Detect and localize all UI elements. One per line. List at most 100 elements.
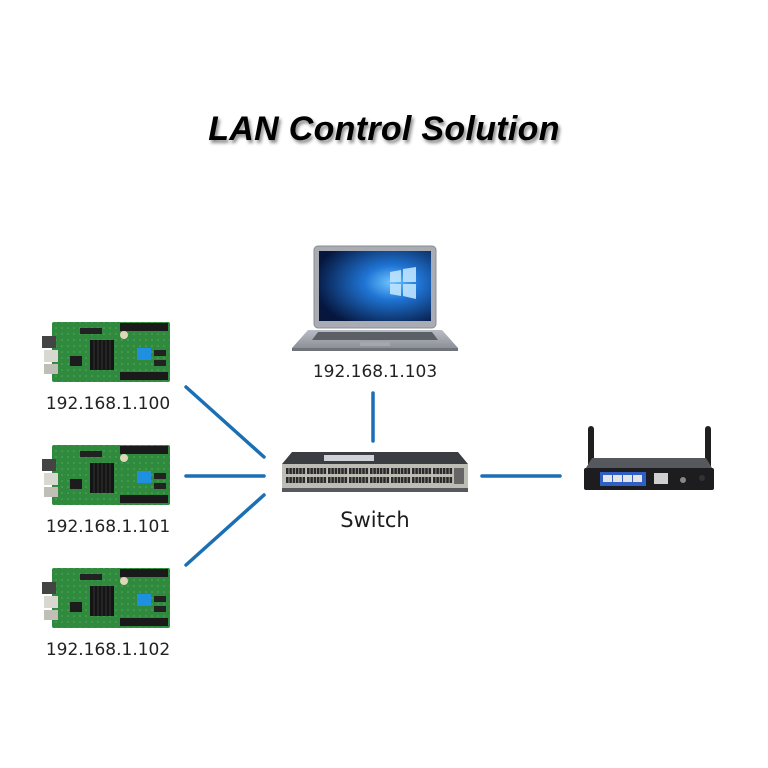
- switch-port: [302, 468, 306, 474]
- switch-port: [446, 468, 449, 474]
- controller-card-1: [42, 320, 172, 386]
- switch-port: [292, 477, 296, 483]
- switch-port: [376, 477, 380, 483]
- switch-port: [412, 468, 415, 474]
- led-controller-card-icon: [42, 568, 170, 628]
- switch-port: [418, 468, 422, 474]
- switch-port: [310, 477, 313, 483]
- switch-port: [421, 477, 425, 483]
- switch-port: [373, 468, 376, 474]
- switch-port: [415, 477, 418, 483]
- switch-port: [407, 477, 411, 483]
- controller-card-2: [42, 443, 172, 509]
- edge-controller-1-switch: [184, 385, 266, 459]
- switch-port: [386, 477, 390, 483]
- switch-port: [352, 468, 355, 474]
- switch-port: [344, 468, 348, 474]
- switch-port: [295, 477, 299, 483]
- switch-port: [439, 468, 443, 474]
- switch-port: [442, 468, 446, 474]
- switch-port: [349, 468, 352, 474]
- controller-2-ip-label: 192.168.1.101: [45, 517, 171, 537]
- laptop-ip-label: 192.168.1.103: [312, 362, 438, 382]
- switch-port: [289, 468, 292, 474]
- switch-port: [362, 477, 365, 483]
- network-switch-icon: [282, 452, 468, 492]
- switch-port: [373, 477, 376, 483]
- switch-port: [376, 468, 380, 474]
- router-node: [582, 420, 716, 492]
- switch-port: [289, 477, 292, 483]
- switch-port: [439, 477, 443, 483]
- switch-port: [433, 468, 436, 474]
- switch-port: [316, 468, 320, 474]
- switch-port: [355, 468, 359, 474]
- switch-port: [334, 468, 338, 474]
- switch-port: [286, 477, 289, 483]
- switch-port: [292, 468, 296, 474]
- switch-port: [331, 468, 334, 474]
- switch-port: [337, 468, 341, 474]
- switch-port: [358, 477, 362, 483]
- switch-port: [310, 468, 313, 474]
- switch-port: [341, 477, 344, 483]
- controller-1-ip-label: 192.168.1.100: [45, 394, 171, 414]
- switch-port: [299, 468, 302, 474]
- switch-port: [355, 477, 359, 483]
- laptop-node: [290, 244, 460, 354]
- switch-port: [358, 468, 362, 474]
- switch-port: [370, 468, 373, 474]
- switch-port: [383, 477, 386, 483]
- controller-card-3: [42, 566, 172, 632]
- switch-port: [299, 477, 302, 483]
- led-controller-card-icon: [42, 445, 170, 505]
- switch-port: [379, 468, 383, 474]
- switch-port: [320, 468, 323, 474]
- switch-label: Switch: [340, 508, 410, 532]
- edge-controller-3-switch: [184, 493, 266, 567]
- switch-port: [323, 468, 327, 474]
- switch-port: [323, 477, 327, 483]
- switch-port: [404, 468, 407, 474]
- switch-port: [400, 468, 404, 474]
- switch-port: [320, 477, 323, 483]
- switch-port: [295, 468, 299, 474]
- switch-port: [337, 477, 341, 483]
- switch-port: [449, 468, 453, 474]
- switch-port: [391, 477, 394, 483]
- switch-port: [421, 468, 425, 474]
- controller-3-ip-label: 192.168.1.102: [45, 640, 171, 660]
- switch-port: [400, 477, 404, 483]
- switch-port: [341, 468, 344, 474]
- switch-port: [442, 477, 446, 483]
- switch-port: [313, 468, 317, 474]
- switch-port: [425, 477, 428, 483]
- diagram-title: LAN Control Solution: [208, 110, 560, 148]
- switch-port: [383, 468, 386, 474]
- switch-port: [328, 468, 331, 474]
- switch-port: [433, 477, 436, 483]
- switch-port: [302, 477, 306, 483]
- switch-port: [316, 477, 320, 483]
- switch-port: [370, 477, 373, 483]
- switch-port: [307, 468, 310, 474]
- switch-port: [331, 477, 334, 483]
- switch-port: [436, 468, 439, 474]
- switch-port: [418, 477, 422, 483]
- switch-port: [344, 477, 348, 483]
- switch-port: [449, 477, 453, 483]
- switch-port: [404, 477, 407, 483]
- switch-port: [352, 477, 355, 483]
- switch-port: [365, 477, 369, 483]
- switch-port: [446, 477, 449, 483]
- switch-port: [307, 477, 310, 483]
- switch-port: [428, 477, 432, 483]
- switch-port: [397, 477, 401, 483]
- led-controller-card-icon: [42, 322, 170, 382]
- switch-port: [394, 468, 397, 474]
- switch-port: [349, 477, 352, 483]
- switch-port: [362, 468, 365, 474]
- switch-node: [282, 450, 468, 494]
- switch-port: [334, 477, 338, 483]
